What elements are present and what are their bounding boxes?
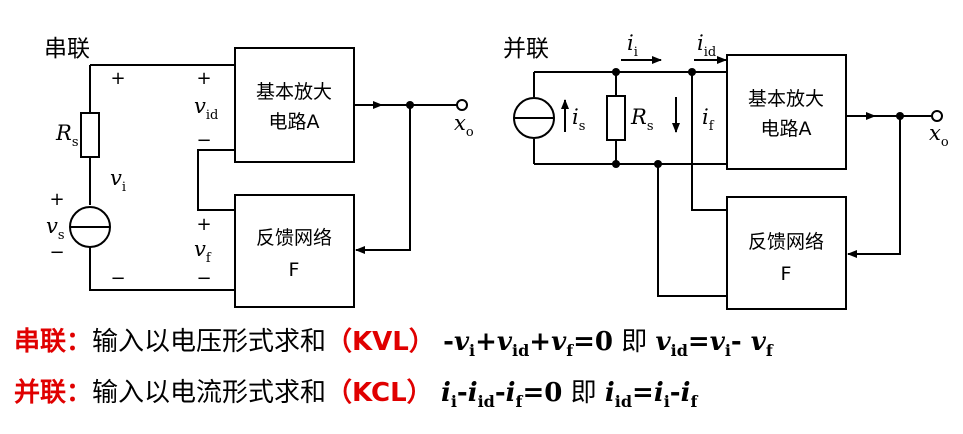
shunt-rs-label: Rs [630, 105, 653, 134]
shunt-if-label: if [702, 105, 715, 134]
series-xo-label: xo [454, 111, 474, 140]
shunt-fb-return-wire [657, 164, 727, 297]
shunt-fb-block [726, 196, 847, 310]
series-output-terminal [456, 99, 468, 111]
shunt-iid-label: iid [697, 31, 716, 60]
series-vi-label: vi [110, 166, 126, 195]
shunt-fb-label-1: 反馈网络 [748, 231, 824, 253]
shunt-node-rs-top [612, 68, 620, 76]
shunt-feedback-arrow [847, 116, 901, 258]
series-rs-resistor [80, 112, 100, 158]
series-feedback-arrow [355, 105, 411, 254]
series-vi-minus: − [110, 268, 125, 289]
series-vf-plus: + [196, 214, 211, 235]
shunt-is-label: is [572, 105, 585, 134]
shunt-output-terminal [931, 110, 943, 122]
shunt-ii-label: ii [627, 31, 638, 60]
series-amp-label-1: 基本放大 [256, 81, 332, 103]
series-eq-text: 输入以电压形式求和 [92, 327, 327, 357]
series-vs-plus: + [49, 189, 64, 210]
shunt-eq-ji: 即 [570, 378, 597, 408]
series-fb-block [234, 194, 355, 308]
series-vs-minus: − [49, 242, 64, 263]
series-diagram: 串联 基本放大 电路A 反馈网络 F + − + − + − + − Rs v [44, 36, 474, 308]
series-eq-formula: -vi+vid+vf=0 [443, 327, 613, 361]
shunt-amp-label-1: 基本放大 [748, 88, 824, 110]
series-eq-ji: 即 [621, 327, 648, 357]
shunt-amp-label-2: 电路A [761, 118, 812, 140]
series-vid-minus: − [196, 130, 211, 151]
shunt-fb-label-2: F [781, 263, 792, 285]
series-amp-block [234, 47, 355, 163]
series-title: 串联 [44, 36, 90, 62]
series-eq-result: vid=vi- vf [655, 327, 773, 361]
shunt-diagram: 并联 基本放大 电路A 反馈网络 F [503, 31, 949, 310]
series-link-wire [197, 149, 235, 211]
series-equation-line: 串联：输入以电压形式求和（KVL） -vi+vid+vf=0 即 vid=vi-… [14, 321, 773, 360]
shunt-fb-input-wire [691, 72, 727, 211]
shunt-eq-result: iid=ii-if [604, 378, 698, 412]
shunt-eq-formula: ii-iid-if=0 [440, 378, 563, 412]
series-bottom-wire [89, 247, 235, 291]
shunt-eq-head: 并联： [14, 378, 93, 408]
series-rs-label: Rs [55, 121, 78, 150]
shunt-title: 并联 [503, 36, 549, 62]
series-vid-label: vid [194, 94, 218, 123]
shunt-eq-text: 输入以电流形式求和 [92, 378, 327, 408]
shunt-amp-block [726, 54, 847, 170]
series-eq-head: 串联： [14, 327, 93, 357]
series-eq-law: （KVL） [326, 327, 435, 357]
shunt-node-rs-bottom [612, 160, 620, 168]
series-vs-label: vs [46, 214, 65, 243]
series-vid-plus: + [196, 68, 211, 89]
shunt-xo-label: xo [929, 121, 949, 150]
series-fb-label-2: F [289, 259, 300, 281]
series-fb-label-1: 反馈网络 [256, 227, 332, 249]
shunt-eq-law: （KCL） [326, 378, 433, 408]
shunt-equation-line: 并联：输入以电流形式求和（KCL） ii-iid-if=0 即 iid=ii-i… [14, 372, 697, 411]
shunt-rs-resistor [606, 95, 626, 141]
series-vf-label: vf [194, 237, 212, 266]
series-vf-minus: − [196, 268, 211, 289]
series-amp-label-2: 电路A [269, 111, 320, 133]
series-vi-plus: + [110, 68, 125, 89]
